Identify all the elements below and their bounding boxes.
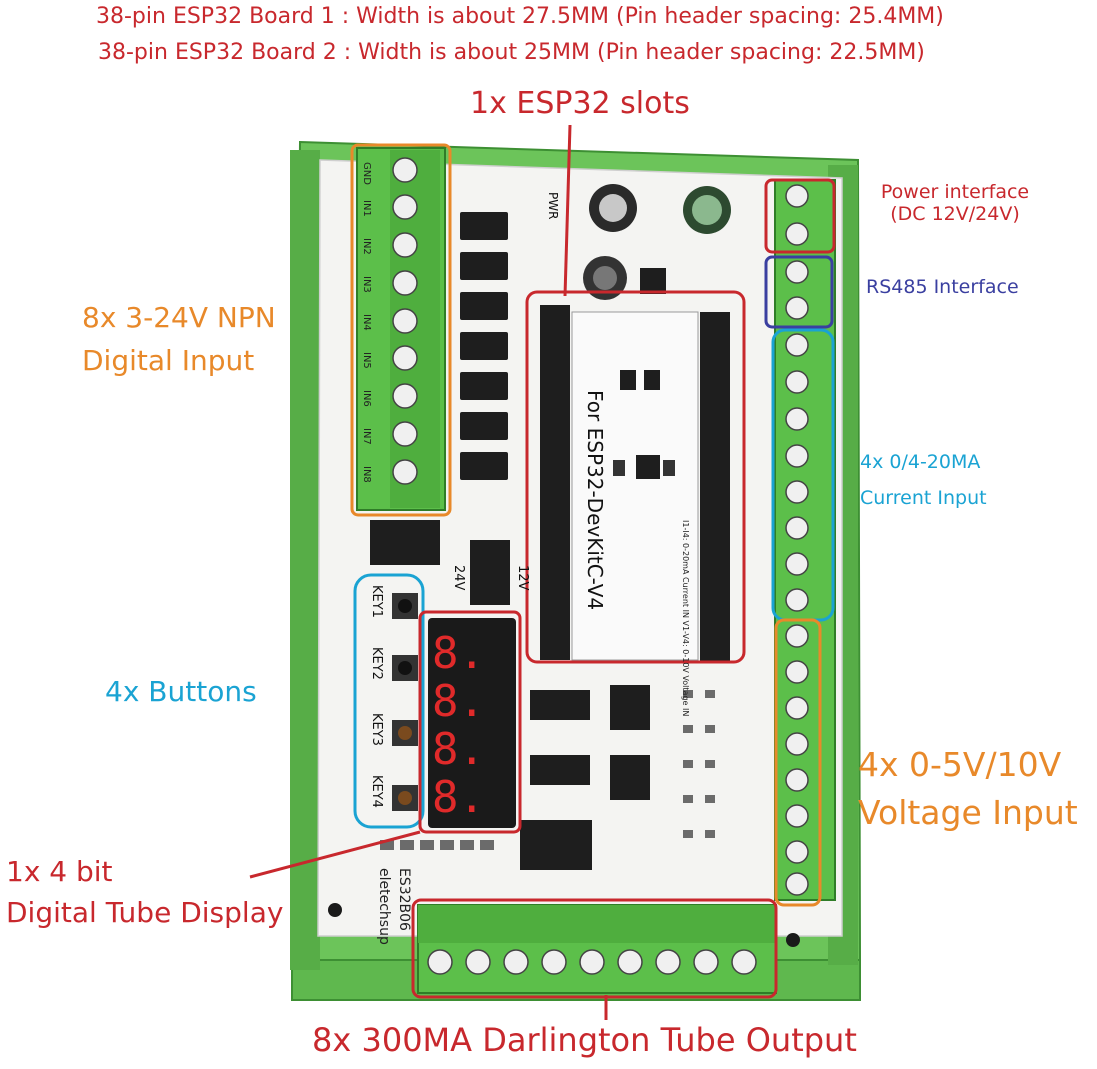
header-line-2: 38-pin ESP32 Board 2 : Width is about 25… bbox=[98, 40, 925, 65]
pointer-lines bbox=[249, 124, 608, 1020]
current-input-label: 4x 0/4-20MA Current Input bbox=[860, 444, 987, 516]
esp32-slot-label: 1x ESP32 slots bbox=[470, 86, 690, 121]
npn-input-line1: 8x 3-24V NPN bbox=[82, 301, 276, 334]
pin-label: GND bbox=[361, 162, 372, 185]
pin-label: IN4 bbox=[361, 314, 372, 331]
display-digits: 8.8.8.8. bbox=[432, 628, 485, 823]
output-label: 8x 300MA Darlington Tube Output bbox=[312, 1021, 857, 1059]
rs485-box bbox=[764, 255, 834, 329]
input-pin-labels: GND IN1 IN2 IN3 IN4 IN5 IN6 IN7 IN8 bbox=[358, 162, 386, 502]
pin-label: IN8 bbox=[361, 466, 372, 483]
mounting-holes bbox=[328, 903, 800, 947]
key-label: KEY2 bbox=[369, 647, 384, 680]
input-screws bbox=[392, 157, 418, 485]
key-label: KEY4 bbox=[369, 775, 384, 808]
passives bbox=[380, 690, 715, 850]
pin-label: IN5 bbox=[361, 352, 372, 369]
buttons-box bbox=[353, 573, 425, 829]
brand-label: eletechsup bbox=[376, 868, 392, 945]
pin-label: IN1 bbox=[361, 200, 372, 217]
key-labels: KEY1 KEY2 KEY3 KEY4 bbox=[366, 585, 390, 825]
voltage-input-box bbox=[774, 618, 822, 907]
pin-label: IN2 bbox=[361, 238, 372, 255]
npn-input-label: 8x 3-24V NPN Digital Input bbox=[82, 296, 276, 383]
right-terminal-block bbox=[774, 179, 836, 901]
power-interface-label: Power interface (DC 12V/24V) bbox=[860, 181, 1050, 226]
module-label: For ESP32-DevKitC-V4 bbox=[583, 390, 607, 611]
power-components bbox=[583, 184, 731, 300]
power-box bbox=[764, 178, 836, 254]
npn-input-box bbox=[350, 143, 452, 517]
key-label: KEY3 bbox=[369, 713, 384, 746]
seven-segment-display bbox=[428, 618, 516, 828]
current-input-line2: Current Input bbox=[860, 487, 987, 510]
output-terminal-block bbox=[417, 904, 777, 994]
optocouplers bbox=[460, 212, 508, 480]
pin-label: IN6 bbox=[361, 390, 372, 407]
output-box bbox=[411, 898, 778, 999]
display-pointer bbox=[249, 830, 421, 879]
jumper-12v-label: 12V bbox=[515, 565, 530, 591]
tactile-buttons bbox=[392, 593, 418, 811]
jumper-24v-label: 24V bbox=[451, 565, 466, 591]
display-box bbox=[418, 610, 522, 834]
pin-label: IN3 bbox=[361, 276, 372, 293]
voltage-input-line2: Voltage Input bbox=[858, 792, 1078, 832]
pwr-label: PWR bbox=[546, 192, 560, 220]
buttons-label: 4x Buttons bbox=[105, 675, 257, 708]
esp32-slot-box bbox=[525, 290, 746, 664]
display-line1: 1x 4 bit bbox=[6, 855, 113, 888]
header-line-1: 38-pin ESP32 Board 1 : Width is about 27… bbox=[96, 4, 944, 29]
pin-label: IN7 bbox=[361, 428, 372, 445]
signal-ics bbox=[370, 520, 650, 870]
esp32-socket bbox=[540, 305, 730, 662]
npn-input-line2: Digital Input bbox=[82, 344, 255, 378]
display-label: 1x 4 bit Digital Tube Display bbox=[6, 852, 283, 933]
key-label: KEY1 bbox=[369, 585, 384, 618]
input-terminal-block bbox=[356, 147, 446, 511]
voltage-input-line1: 4x 0-5V/10V bbox=[858, 745, 1062, 784]
display-line2: Digital Tube Display bbox=[6, 895, 284, 929]
rs485-label: RS485 Interface bbox=[866, 276, 1019, 298]
power-interface-line1: Power interface bbox=[880, 181, 1030, 203]
current-input-line1: 4x 0/4-20MA bbox=[860, 451, 981, 473]
module-note: I1-I4: 0-20mA Current IN V1-V4: 0-10V Vo… bbox=[681, 520, 690, 717]
power-interface-line2: (DC 12V/24V) bbox=[890, 202, 1020, 225]
voltage-input-label: 4x 0-5V/10V Voltage Input bbox=[858, 741, 1078, 837]
esp32-pointer bbox=[563, 124, 572, 297]
model-label: ES32B06 bbox=[396, 868, 412, 931]
highlight-boxes bbox=[350, 143, 836, 999]
